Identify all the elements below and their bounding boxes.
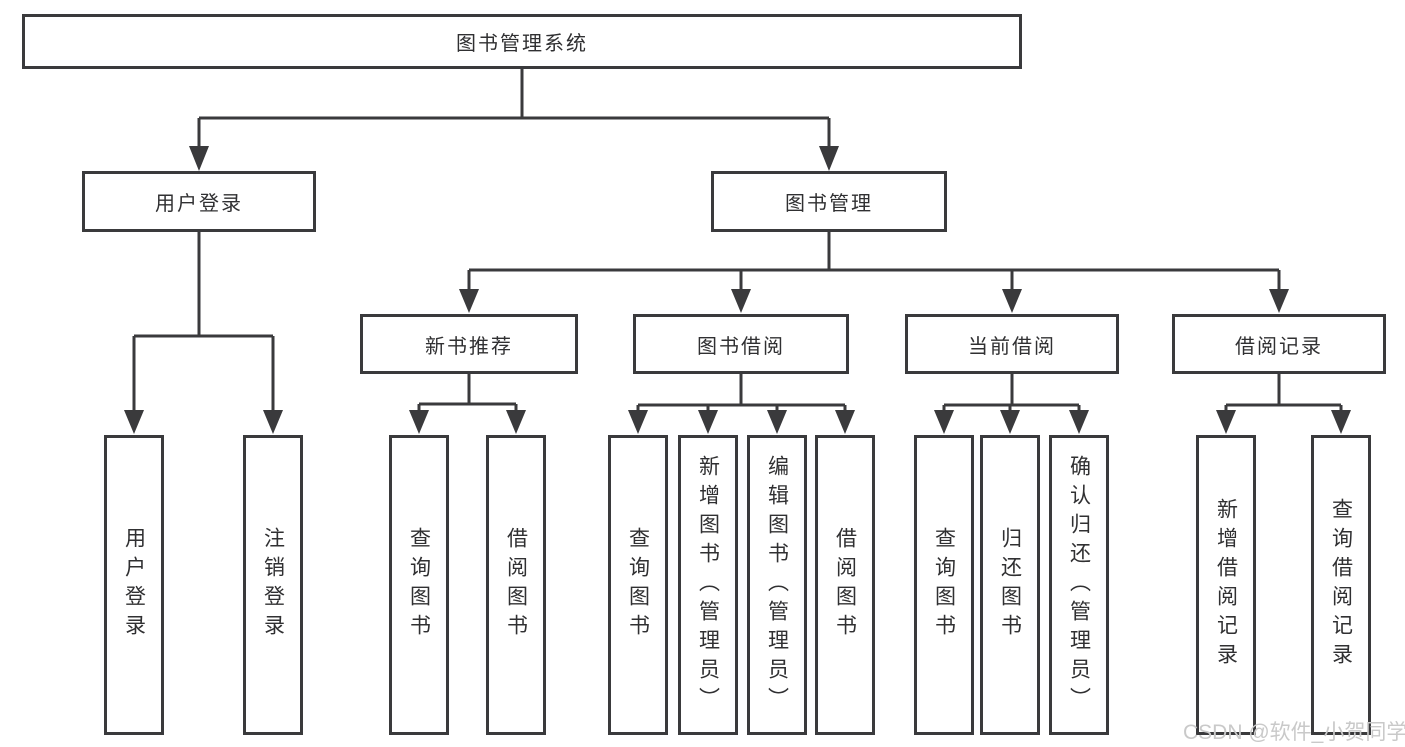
leaf-confirm-return-admin: 确认归还（管理员）	[1049, 435, 1109, 735]
node-new-book-recommend-label: 新书推荐	[425, 335, 513, 358]
leaf-return-book: 归还图书	[980, 435, 1040, 735]
leaf-borrow-books-recommend-label: 借阅图书	[504, 527, 528, 643]
leaf-borrow-books: 借阅图书	[815, 435, 875, 735]
leaf-borrow-books-label: 借阅图书	[833, 527, 857, 643]
leaf-query-books-current-label: 查询图书	[932, 527, 956, 643]
leaf-query-books-recommend: 查询图书	[389, 435, 449, 735]
connector-arrowheads	[124, 146, 1351, 434]
leaf-add-borrow-record: 新增借阅记录	[1196, 435, 1256, 735]
node-book-management-label: 图书管理	[785, 193, 873, 215]
node-root-label: 图书管理系统	[456, 33, 588, 55]
node-book-borrow: 图书借阅	[633, 314, 849, 374]
leaf-query-borrow-record: 查询借阅记录	[1311, 435, 1371, 735]
node-borrow-records: 借阅记录	[1172, 314, 1386, 374]
node-current-borrow: 当前借阅	[905, 314, 1119, 374]
node-user-login-label: 用户登录	[155, 193, 243, 215]
leaf-confirm-return-admin-label: 确认归还（管理员）	[1067, 454, 1091, 716]
node-new-book-recommend: 新书推荐	[360, 314, 578, 374]
leaf-return-book-label: 归还图书	[998, 527, 1022, 643]
node-user-login: 用户登录	[82, 171, 316, 232]
leaf-user-login-label: 用户登录	[122, 527, 146, 643]
leaf-query-books-borrow: 查询图书	[608, 435, 668, 735]
leaf-edit-book-admin-label: 编辑图书（管理员）	[765, 454, 789, 716]
leaf-user-login: 用户登录	[104, 435, 164, 735]
node-book-management: 图书管理	[711, 171, 947, 232]
leaf-edit-book-admin: 编辑图书（管理员）	[747, 435, 807, 735]
leaf-query-books-borrow-label: 查询图书	[626, 527, 650, 643]
leaf-borrow-books-recommend: 借阅图书	[486, 435, 546, 735]
node-root: 图书管理系统	[22, 14, 1022, 69]
leaf-query-borrow-record-label: 查询借阅记录	[1329, 498, 1353, 672]
node-current-borrow-label: 当前借阅	[968, 335, 1056, 358]
leaf-add-borrow-record-label: 新增借阅记录	[1214, 498, 1238, 672]
connector-line-path	[132, 69, 1343, 412]
node-book-borrow-label: 图书借阅	[697, 335, 785, 358]
leaf-add-book-admin-label: 新增图书（管理员）	[696, 454, 720, 716]
leaf-logout: 注销登录	[243, 435, 303, 735]
leaf-add-book-admin: 新增图书（管理员）	[678, 435, 738, 735]
leaf-logout-label: 注销登录	[261, 527, 285, 643]
leaf-query-books-current: 查询图书	[914, 435, 974, 735]
watermark: CSDN @软件_小贺同学	[1183, 721, 1405, 744]
node-borrow-records-label: 借阅记录	[1235, 335, 1323, 358]
leaf-query-books-recommend-label: 查询图书	[407, 527, 431, 643]
